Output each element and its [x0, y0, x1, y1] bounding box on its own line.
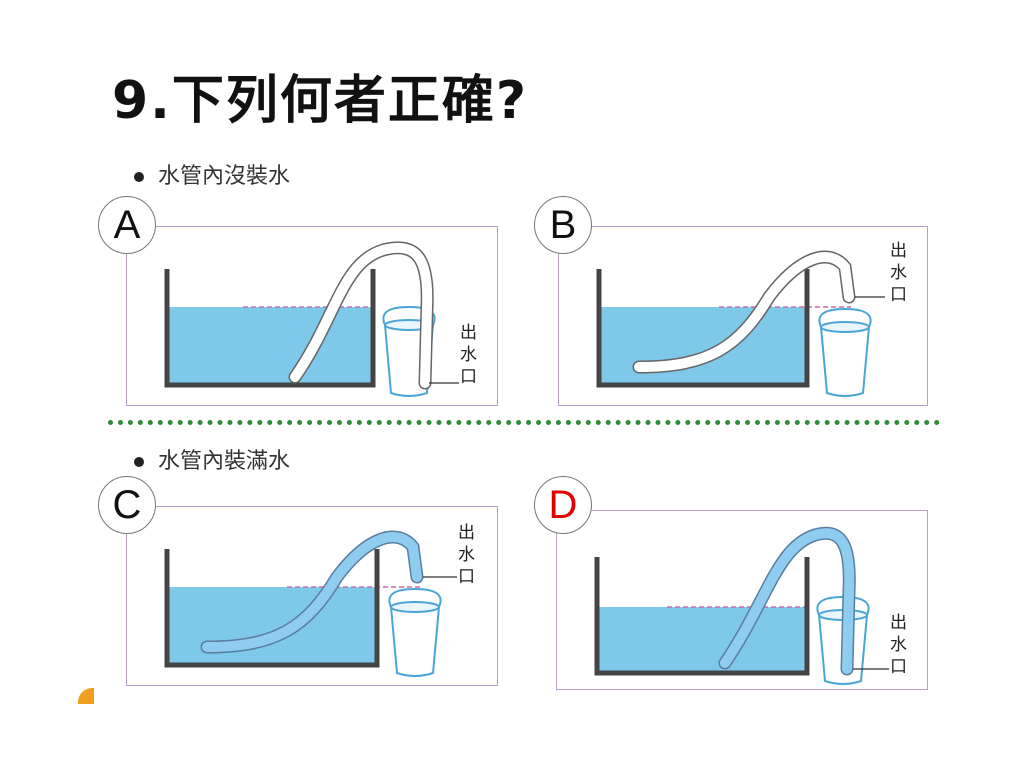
- siphon-diagram-a: [164, 241, 459, 397]
- tank-water: [167, 587, 377, 665]
- section-label-full-hose: 水管內裝滿水: [134, 443, 290, 475]
- tank-water: [597, 607, 807, 673]
- option-badge-b[interactable]: B: [534, 196, 592, 254]
- option-panel-c[interactable]: [126, 506, 498, 686]
- option-badge-a[interactable]: A: [98, 196, 156, 254]
- hose: [720, 528, 855, 674]
- siphon-diagram-b: [596, 250, 885, 397]
- outlet-label: 出水口: [460, 323, 477, 387]
- tank-water: [167, 307, 373, 385]
- question-title: 9.下列何者正確?: [112, 71, 529, 131]
- outlet-label: 出水口: [890, 241, 907, 305]
- section-separator: [108, 420, 940, 425]
- section-label-empty-hose: 水管內沒裝水: [134, 158, 290, 190]
- tank: [594, 557, 810, 676]
- option-panel-b[interactable]: [558, 226, 928, 406]
- tank: [596, 269, 810, 388]
- bucket: [818, 307, 872, 397]
- hose: [202, 532, 422, 652]
- option-panel-a[interactable]: [126, 226, 498, 406]
- option-badge-d[interactable]: D: [534, 476, 592, 534]
- corner-decoration-icon: [78, 688, 94, 704]
- hose: [290, 242, 433, 388]
- outlet-label: 出水口: [890, 613, 907, 677]
- siphon-diagram-d: [594, 526, 889, 685]
- option-badge-c[interactable]: C: [98, 476, 156, 534]
- bullet-icon: [134, 457, 144, 467]
- siphon-diagram-c: [164, 530, 457, 677]
- hose: [634, 252, 854, 372]
- outlet-label: 出水口: [458, 523, 475, 587]
- bullet-icon: [134, 172, 144, 182]
- tank: [164, 549, 380, 668]
- option-panel-d[interactable]: [556, 510, 928, 690]
- bucket: [388, 587, 442, 677]
- section-label-text: 水管內沒裝水: [158, 164, 291, 189]
- tank-water: [599, 307, 807, 385]
- tank: [164, 269, 376, 388]
- section-label-text: 水管內裝滿水: [158, 449, 291, 474]
